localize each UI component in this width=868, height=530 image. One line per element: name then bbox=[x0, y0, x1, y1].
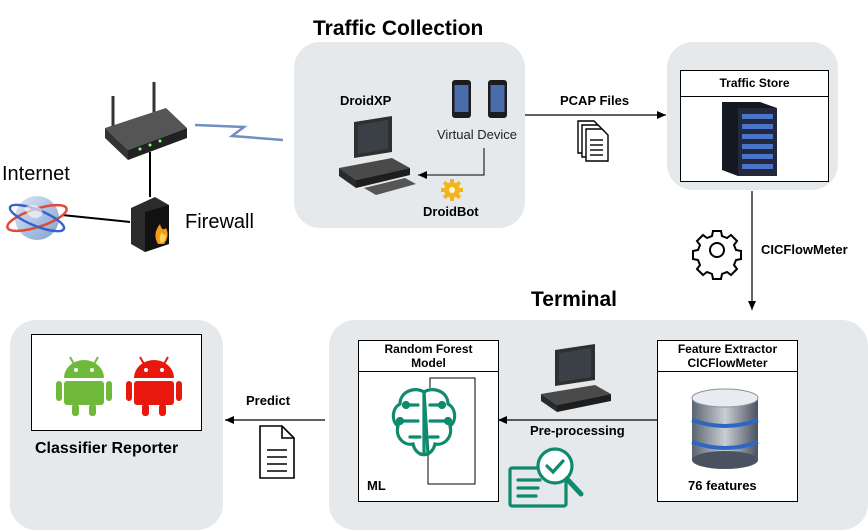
droidbot-label: DroidBot bbox=[423, 204, 479, 219]
brain-icon bbox=[391, 388, 457, 457]
feature-extractor-title: Feature Extractor CICFlowMeter bbox=[658, 341, 797, 372]
internet-globe-icon bbox=[6, 196, 68, 240]
traffic-store-title: Traffic Store bbox=[681, 71, 828, 97]
magnifier-report-icon bbox=[508, 447, 584, 508]
computer-icon bbox=[339, 116, 416, 195]
internet-label: Internet bbox=[2, 163, 70, 185]
document-icon bbox=[259, 425, 295, 479]
traffic-collection-panel bbox=[294, 42, 525, 228]
android-red-icon bbox=[126, 356, 182, 416]
android-green-icon bbox=[56, 356, 112, 416]
ml-loop-line bbox=[427, 377, 476, 485]
random-forest-title: Random Forest Model bbox=[359, 341, 498, 372]
traffic-collection-title: Traffic Collection bbox=[313, 17, 484, 40]
firewall-icon bbox=[131, 197, 169, 252]
droidxp-label: DroidXP bbox=[340, 93, 392, 108]
predict-label: Predict bbox=[246, 393, 291, 408]
router-icon bbox=[105, 82, 187, 160]
device-to-droidxp-arrow bbox=[418, 148, 485, 179]
classifier-reporter-label: Classifier Reporter bbox=[35, 440, 179, 457]
phone-icon bbox=[452, 80, 507, 118]
preprocessing-label: Pre-processing bbox=[530, 423, 625, 438]
cicflowmeter-label: CICFlowMeter bbox=[761, 242, 848, 257]
ml-label: ML bbox=[367, 478, 386, 493]
virtual-device-label: Virtual Device bbox=[437, 127, 517, 142]
firewall-label: Firewall bbox=[185, 211, 254, 233]
features-count-label: 76 features bbox=[688, 478, 757, 493]
terminal-computer-icon bbox=[541, 344, 611, 412]
internet-firewall-line bbox=[61, 214, 131, 223]
droidbot-gear-icon bbox=[441, 179, 463, 201]
server-rack-icon bbox=[722, 102, 777, 176]
gear-icon bbox=[692, 230, 742, 280]
pcap-files-label: PCAP Files bbox=[560, 93, 630, 108]
terminal-title: Terminal bbox=[531, 288, 617, 311]
wireless-link bbox=[194, 123, 284, 142]
document-stack-icon bbox=[577, 120, 609, 162]
database-icon bbox=[691, 388, 759, 469]
